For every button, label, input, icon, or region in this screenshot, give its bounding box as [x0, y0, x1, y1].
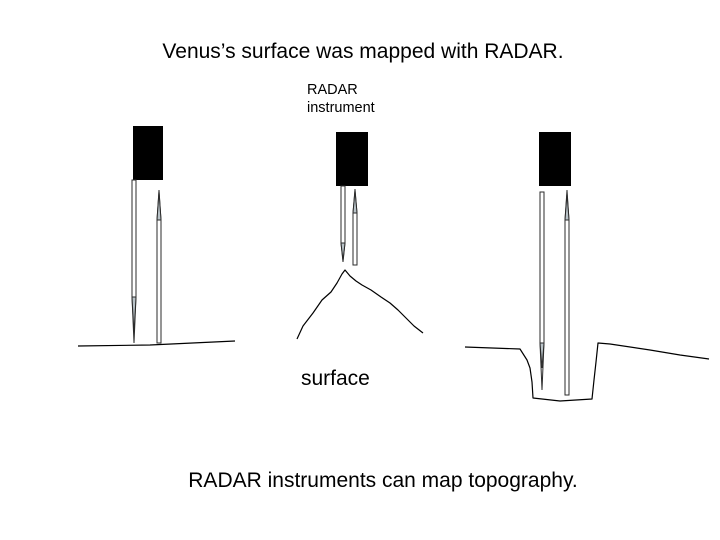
instrument-label-line1: RADAR	[307, 82, 358, 98]
slide-caption: RADAR instruments can map topography.	[188, 469, 578, 492]
instrument-label-line2: instrument	[307, 100, 375, 116]
radar-instrument-2	[336, 132, 368, 186]
instrument-label: RADAR instrument	[307, 81, 375, 117]
return-beam-head-1	[156, 191, 162, 221]
return-beam-head-3	[564, 193, 570, 221]
surface-label: surface	[301, 367, 370, 390]
outgoing-beam-3	[539, 191, 545, 391]
outgoing-beam-head-1	[131, 296, 137, 334]
slide-title: Venus’s surface was mapped with RADAR.	[162, 40, 564, 63]
return-beam-3	[564, 189, 570, 396]
flat-surface-line	[77, 340, 236, 347]
return-beam-head-2	[352, 190, 358, 214]
outgoing-beam-head-2	[340, 242, 346, 261]
radar-instrument-3	[539, 132, 571, 186]
panel-crater	[464, 132, 710, 402]
mountain-surface-line	[296, 269, 424, 340]
outgoing-beam-head-3	[539, 342, 545, 369]
panel-mountain	[296, 132, 424, 340]
radar-instrument-1	[133, 126, 163, 180]
crater-surface-line	[464, 342, 710, 402]
panel-flat-surface	[77, 126, 236, 347]
